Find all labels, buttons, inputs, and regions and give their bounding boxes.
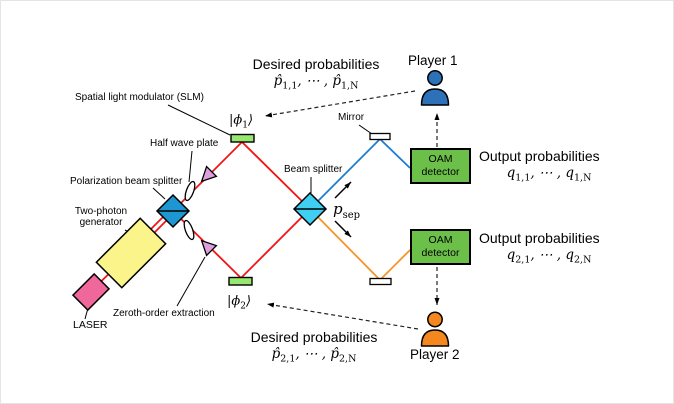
output1-math: q1,1, ⋯ , q1,N xyxy=(506,165,592,184)
psep-arrows xyxy=(334,181,352,238)
polarization-beam-splitter-shape xyxy=(155,193,191,229)
slm2-shape xyxy=(228,276,253,286)
phi1-state: |ϕ1⟩ xyxy=(229,113,254,131)
orange-beams xyxy=(309,208,411,281)
half-wave-plate-label: Half wave plate xyxy=(150,138,219,149)
zeroth-order-label: Zeroth-order extraction xyxy=(113,308,215,319)
arrow-player1-phi1 xyxy=(264,90,416,118)
psep-arrow-up xyxy=(334,181,352,199)
player2-icon xyxy=(420,311,450,347)
two-photon-generator-shape xyxy=(95,217,167,289)
pointer-hwp xyxy=(188,150,193,183)
pointer-pbs xyxy=(152,187,166,200)
output2-math: q2,1, ⋯ , q2,N xyxy=(506,247,592,266)
slm1-shape xyxy=(230,133,255,143)
mirror-label: Mirror xyxy=(338,112,365,123)
beam-slm1-bs xyxy=(241,141,311,210)
p-sep-label: psep xyxy=(333,200,361,221)
mirror2-shape xyxy=(369,277,392,286)
player2-label: Player 2 xyxy=(410,347,460,362)
prism-lower xyxy=(200,239,218,257)
pointer-mirror xyxy=(358,124,373,135)
beam-splitter-label: Beam splitter xyxy=(284,164,343,175)
output-probabilities-2: Output probabilities q2,1, ⋯ , q2,N xyxy=(479,230,619,270)
laser-label: LASER xyxy=(73,319,108,331)
desired1-title: Desired probabilities xyxy=(252,56,380,72)
arrow-player2-phi2 xyxy=(266,302,419,330)
two-photon-label: Two-photon generator xyxy=(74,206,128,228)
mirror1-shape xyxy=(369,132,391,141)
dashed-arrows xyxy=(264,90,440,330)
desired-probabilities-2: Desired probabilities p̂2,1, ⋯ , p̂2,N xyxy=(239,329,389,369)
pointer-slm xyxy=(167,104,231,136)
pointer-lines xyxy=(84,104,373,320)
desired1-math: p̂1,1, ⋯ , p̂1,N xyxy=(273,73,359,92)
beam-mirror1-oam1 xyxy=(379,138,411,169)
player1-icon xyxy=(420,70,450,106)
pointer-zeroth xyxy=(176,256,206,307)
phi2-state: |ϕ2⟩ xyxy=(227,294,252,312)
output1-title: Output probabilities xyxy=(479,148,600,164)
laser-shape xyxy=(71,272,111,312)
slm-label: Spatial light modulator (SLM) xyxy=(75,92,204,103)
player1-label: Player 1 xyxy=(408,53,458,68)
beam-mirror2-oam2 xyxy=(379,249,411,281)
desired2-title: Desired probabilities xyxy=(250,329,378,345)
beam-bs-mirror2 xyxy=(309,208,381,281)
blue-beams xyxy=(309,138,411,210)
half-wave-plate-lower xyxy=(183,219,195,241)
psep-arrow-down xyxy=(334,220,352,238)
beam-bs-mirror1 xyxy=(309,138,381,210)
prism-upper xyxy=(200,165,218,183)
beam-splitter-shape xyxy=(292,191,328,227)
output2-title: Output probabilities xyxy=(479,230,600,246)
beam-slm2-bs xyxy=(240,208,311,279)
desired2-math: p̂2,1, ⋯ , p̂2,N xyxy=(271,346,357,365)
desired-probabilities-1: Desired probabilities p̂1,1, ⋯ , p̂1,N xyxy=(241,56,391,96)
half-wave-plate-upper xyxy=(184,180,196,202)
oam-detector-1: OAM detector xyxy=(410,148,471,184)
oam-detector-2: OAM detector xyxy=(410,229,471,265)
polarization-bs-label: Polarization beam splitter xyxy=(70,176,183,187)
output-probabilities-1: Output probabilities q1,1, ⋯ , q1,N xyxy=(479,148,619,188)
